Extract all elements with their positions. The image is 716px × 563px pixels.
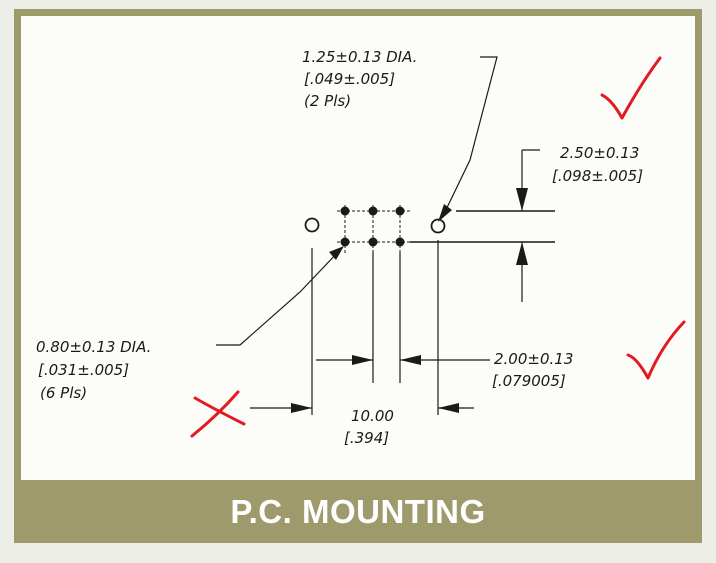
pitch-mm: 2.00±0.13: [494, 350, 573, 368]
small-hole-count: (6 Pls): [40, 384, 87, 402]
large-hole-diameter: 1.25±0.13 DIA.: [302, 48, 417, 66]
large-hole-leader: [438, 56, 498, 222]
small-hole-inch: [.031±.005]: [38, 361, 129, 379]
check-mark-icon: [626, 320, 686, 380]
drawing-panel: [21, 16, 695, 480]
row-spacing-mm: 2.50±0.13: [560, 144, 639, 162]
horizontal-dimensions: [250, 240, 490, 415]
overall-callout: 10.00 [.394]: [344, 407, 394, 447]
pin-hole: [368, 237, 378, 247]
overall-mm: 10.00: [351, 407, 394, 425]
caption-banner: P.C. MOUNTING: [21, 480, 695, 543]
pitch-inch: [.079005]: [492, 372, 566, 390]
small-hole-leader: [216, 246, 344, 346]
row-spacing-dimension: [410, 149, 555, 302]
overall-inch: [.394]: [344, 429, 389, 447]
reviewer-markup: [190, 56, 686, 438]
large-hole-inch: [.049±.005]: [304, 70, 395, 88]
pin-hole: [340, 237, 350, 247]
pin-hole: [395, 237, 405, 247]
cross-mark-icon: [190, 390, 240, 438]
large-hole-count: (2 Pls): [304, 92, 351, 110]
pin-hole: [368, 206, 378, 216]
mounting-hole-right: [430, 218, 446, 234]
check-mark-icon: [600, 56, 662, 120]
small-hole-diameter: 0.80±0.13 DIA.: [36, 338, 151, 356]
hole-pattern: [304, 205, 446, 255]
pin-hole: [340, 206, 350, 216]
caption-title: P.C. MOUNTING: [230, 492, 486, 530]
large-hole-callout: 1.25±0.13 DIA. [.049±.005] (2 Pls): [302, 48, 417, 110]
cross-mark-icon: [193, 396, 246, 426]
small-hole-callout: 0.80±0.13 DIA. [.031±.005] (6 Pls): [36, 338, 151, 402]
row-spacing-callout: 2.50±0.13 [.098±.005]: [552, 144, 643, 185]
mounting-hole-left: [304, 217, 320, 233]
row-spacing-inch: [.098±.005]: [552, 167, 643, 185]
pitch-callout: 2.00±0.13 [.079005]: [492, 350, 573, 390]
pin-hole: [395, 206, 405, 216]
